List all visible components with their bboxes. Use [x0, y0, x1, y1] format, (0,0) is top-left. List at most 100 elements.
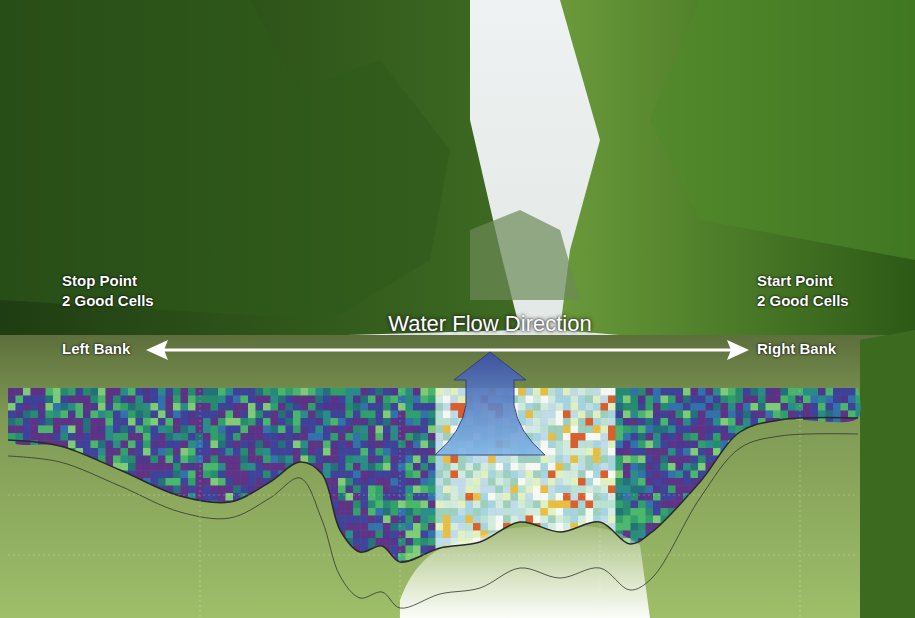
velocity-cell — [391, 531, 399, 539]
velocity-cell — [91, 486, 99, 494]
velocity-cell — [53, 508, 61, 516]
velocity-cell — [143, 523, 151, 531]
velocity-cell — [106, 568, 114, 576]
velocity-cell — [61, 426, 69, 434]
velocity-cell — [121, 403, 129, 411]
velocity-cell — [188, 523, 196, 531]
velocity-cell — [383, 561, 391, 569]
velocity-cell — [83, 493, 91, 501]
velocity-cell — [391, 516, 399, 524]
velocity-cell — [548, 486, 556, 494]
velocity-cell — [128, 426, 136, 434]
velocity-cell — [98, 426, 106, 434]
velocity-cell — [428, 388, 436, 396]
velocity-cell — [278, 388, 286, 396]
velocity-cell — [368, 411, 376, 419]
velocity-cell — [68, 486, 76, 494]
velocity-cell — [166, 546, 174, 554]
velocity-cell — [541, 478, 549, 486]
velocity-cell — [173, 531, 181, 539]
velocity-cell — [376, 471, 384, 479]
velocity-cell — [271, 508, 279, 516]
velocity-cell — [271, 523, 279, 531]
velocity-cell — [541, 418, 549, 426]
velocity-cell — [61, 433, 69, 441]
velocity-cell — [578, 478, 586, 486]
velocity-cell — [556, 433, 564, 441]
velocity-cell — [496, 478, 504, 486]
velocity-cell — [181, 523, 189, 531]
velocity-cell — [46, 448, 54, 456]
velocity-cell — [361, 426, 369, 434]
velocity-cell — [391, 441, 399, 449]
velocity-cell — [241, 418, 249, 426]
velocity-cell — [248, 471, 256, 479]
velocity-cell — [286, 501, 294, 509]
velocity-cell — [181, 388, 189, 396]
velocity-cell — [151, 418, 159, 426]
velocity-cell — [16, 531, 24, 539]
velocity-cell — [136, 486, 144, 494]
velocity-cell — [428, 501, 436, 509]
velocity-cell — [256, 396, 264, 404]
velocity-cell — [368, 516, 376, 524]
velocity-cell — [53, 448, 61, 456]
velocity-cell — [181, 516, 189, 524]
velocity-cell — [158, 396, 166, 404]
velocity-cell — [316, 463, 324, 471]
velocity-cell — [181, 426, 189, 434]
velocity-cell — [436, 418, 444, 426]
velocity-cell — [76, 516, 84, 524]
velocity-cell — [443, 426, 451, 434]
velocity-cell — [466, 516, 474, 524]
velocity-cell — [278, 546, 286, 554]
velocity-cell — [233, 403, 241, 411]
velocity-cell — [256, 418, 264, 426]
velocity-cell — [466, 463, 474, 471]
velocity-cell — [233, 486, 241, 494]
velocity-cell — [406, 516, 414, 524]
velocity-cell — [188, 433, 196, 441]
velocity-cell — [136, 411, 144, 419]
velocity-cell — [571, 508, 579, 516]
velocity-cell — [331, 426, 339, 434]
velocity-cell — [376, 523, 384, 531]
velocity-cell — [421, 441, 429, 449]
velocity-cell — [481, 501, 489, 509]
velocity-cell — [601, 426, 609, 434]
velocity-cell — [436, 463, 444, 471]
velocity-cell — [203, 463, 211, 471]
velocity-cell — [361, 538, 369, 546]
velocity-cell — [398, 426, 406, 434]
velocity-cell — [533, 471, 541, 479]
velocity-cell — [76, 486, 84, 494]
velocity-cell — [361, 411, 369, 419]
velocity-cell — [158, 441, 166, 449]
velocity-cell — [8, 471, 16, 479]
velocity-cell — [413, 471, 421, 479]
velocity-cell — [451, 531, 459, 539]
velocity-cell — [533, 403, 541, 411]
velocity-cell — [308, 471, 316, 479]
velocity-cell — [578, 471, 586, 479]
velocity-cell — [383, 411, 391, 419]
velocity-cell — [271, 448, 279, 456]
velocity-cell — [256, 508, 264, 516]
velocity-cell — [248, 568, 256, 576]
velocity-cell — [143, 531, 151, 539]
velocity-cell — [331, 403, 339, 411]
velocity-cell — [331, 463, 339, 471]
velocity-cell — [428, 508, 436, 516]
right-bank-foliage — [860, 330, 915, 618]
velocity-cell — [316, 486, 324, 494]
velocity-cell — [76, 426, 84, 434]
velocity-cell — [8, 553, 16, 561]
velocity-cell — [368, 426, 376, 434]
velocity-cell — [271, 418, 279, 426]
velocity-cell — [248, 553, 256, 561]
velocity-cell — [346, 478, 354, 486]
velocity-cell — [458, 501, 466, 509]
velocity-cell — [233, 411, 241, 419]
velocity-cell — [376, 448, 384, 456]
velocity-cell — [166, 538, 174, 546]
